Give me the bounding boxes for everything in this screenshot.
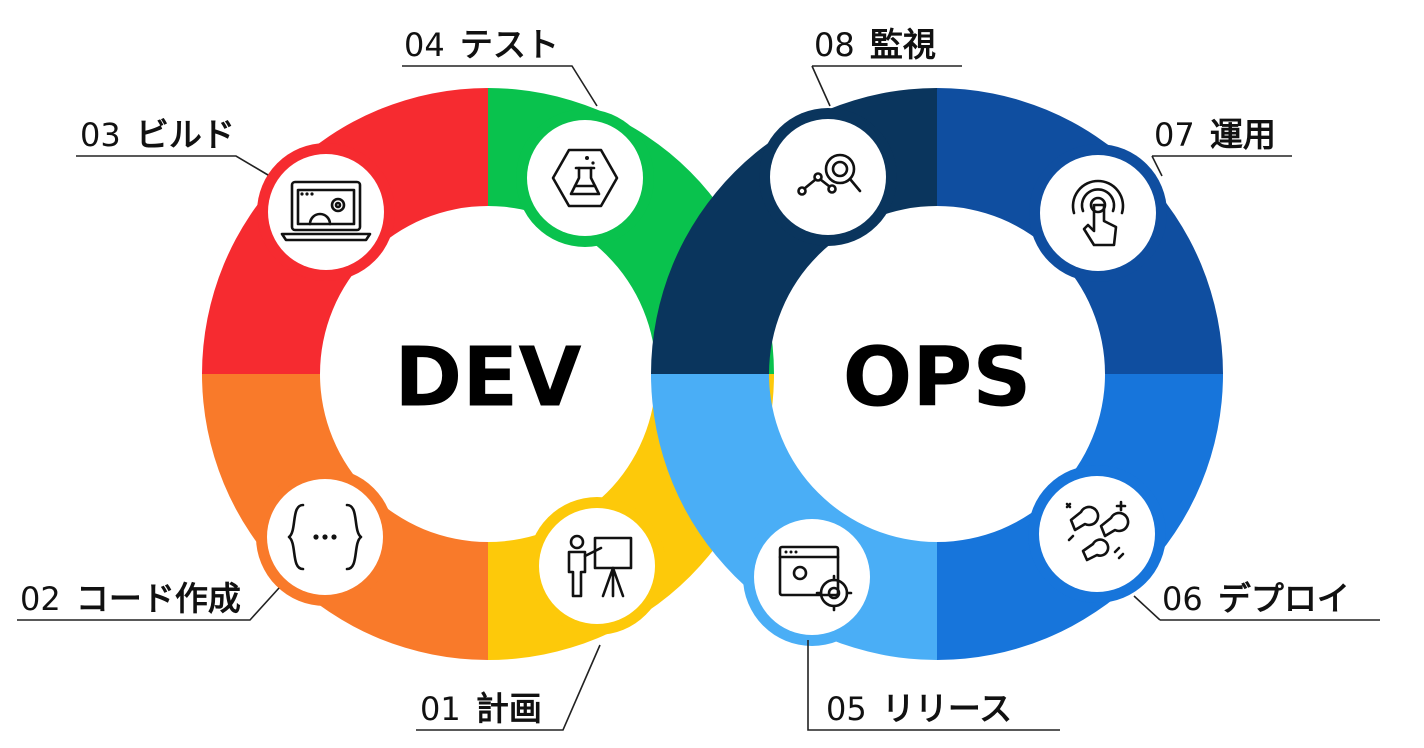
ops-title: OPS bbox=[843, 331, 1032, 426]
presentation-icon bbox=[567, 534, 633, 598]
leader-02 bbox=[17, 587, 280, 621]
label-03-number: 03 bbox=[80, 116, 121, 154]
label-08: 08 監視 bbox=[814, 25, 936, 64]
label-08-text: 監視 bbox=[870, 25, 936, 64]
leader-03 bbox=[76, 155, 269, 176]
badge-04 bbox=[527, 120, 643, 236]
label-07: 07 運用 bbox=[1154, 115, 1276, 154]
label-05-number: 05 bbox=[826, 690, 867, 728]
label-01-text: 計画 bbox=[476, 689, 542, 728]
label-08-number: 08 bbox=[814, 26, 855, 64]
analytics-magnifier-icon bbox=[797, 153, 862, 196]
leader-08 bbox=[811, 65, 962, 107]
stage-labels: 04 テスト 03 ビルド 02 コード作成 01 計画 08 監視 07 運用… bbox=[20, 25, 1350, 728]
label-04-number: 04 bbox=[404, 26, 445, 64]
label-02-text: コード作成 bbox=[76, 579, 241, 618]
label-04: 04 テスト bbox=[404, 25, 559, 64]
label-07-number: 07 bbox=[1154, 116, 1195, 154]
badge-01 bbox=[539, 508, 655, 624]
leader-lines bbox=[17, 65, 1380, 731]
label-05-text: リリース bbox=[882, 689, 1012, 728]
leader-06 bbox=[1133, 595, 1380, 621]
label-02-number: 02 bbox=[20, 580, 61, 618]
label-05: 05 リリース bbox=[826, 689, 1012, 728]
leader-01 bbox=[416, 644, 601, 731]
badge-05 bbox=[754, 519, 870, 635]
label-01: 01 計画 bbox=[420, 689, 542, 728]
dev-title: DEV bbox=[394, 331, 582, 426]
leader-04 bbox=[402, 65, 598, 107]
label-06: 06 デプロイ bbox=[1162, 579, 1350, 618]
rockets-icon bbox=[1065, 500, 1130, 562]
code-braces-icon bbox=[287, 503, 363, 571]
leader-07 bbox=[1151, 155, 1292, 177]
flask-icon bbox=[551, 148, 619, 208]
label-06-number: 06 bbox=[1162, 580, 1203, 618]
label-03: 03 ビルド bbox=[80, 115, 235, 154]
label-06-text: デプロイ bbox=[1218, 579, 1350, 618]
label-04-text: テスト bbox=[460, 25, 559, 64]
label-02: 02 コード作成 bbox=[20, 579, 241, 618]
laptop-gear-icon bbox=[280, 180, 372, 242]
badge-03 bbox=[268, 154, 384, 270]
badge-06 bbox=[1039, 476, 1155, 592]
browser-gears-icon bbox=[778, 545, 853, 612]
label-01-number: 01 bbox=[420, 690, 461, 728]
label-07-text: 運用 bbox=[1210, 115, 1276, 154]
leader-05 bbox=[807, 640, 1060, 731]
label-03-text: ビルド bbox=[136, 115, 235, 154]
touch-icon bbox=[1071, 179, 1125, 247]
